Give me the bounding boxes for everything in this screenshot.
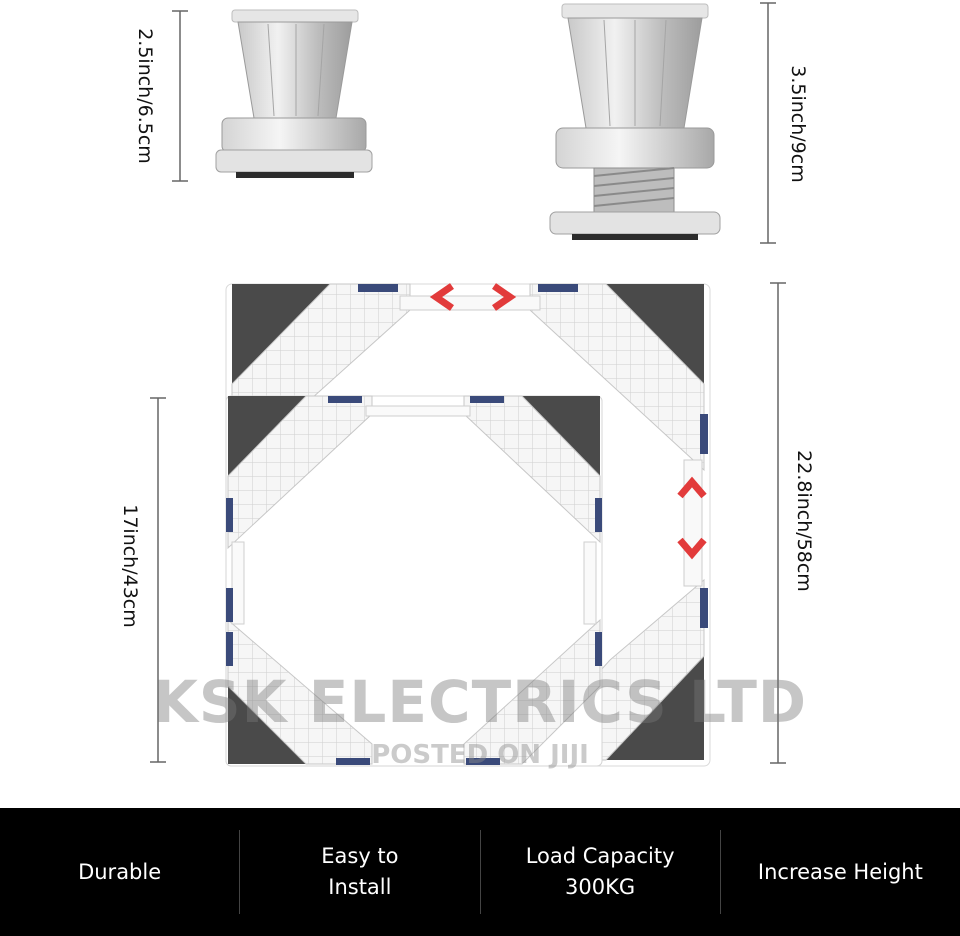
feature-bar: Durable Easy to Install Load Capacity 30… — [0, 808, 960, 936]
small-frame-dimension-line — [150, 397, 166, 763]
watermark-company: KSK ELECTRICS LTD — [152, 668, 808, 736]
tall-foot-height-label: 3.5inch/9cm — [787, 65, 809, 183]
feature-load-capacity: Load Capacity 300KG — [479, 830, 720, 914]
small-frame-size-label: 17inch/43cm — [119, 504, 141, 628]
feature-durable: Durable — [78, 859, 162, 884]
horizontal-adjust-arrows — [429, 283, 517, 311]
large-frame-size-label: 22.8inch/58cm — [793, 450, 815, 592]
watermark-posted: POSTED ON JIJI — [371, 740, 589, 770]
short-foot-height-label: 2.5inch/6.5cm — [134, 28, 156, 164]
short-foot-dimension-line — [172, 10, 188, 182]
vertical-adjust-arrows — [677, 476, 707, 560]
feature-increase-height: Increase Height — [719, 830, 960, 914]
tall-foot-dimension-line — [760, 2, 776, 244]
small-adjustable-frame — [225, 395, 603, 767]
product-illustration: 2.5inch/6.5cm 3.5inch/9cm 22.8inch/58cm … — [119, 2, 815, 770]
short-foot — [215, 9, 373, 178]
large-frame-dimension-line — [770, 282, 786, 764]
tall-foot — [549, 3, 721, 240]
feature-easy-install: Easy to Install — [239, 830, 479, 914]
